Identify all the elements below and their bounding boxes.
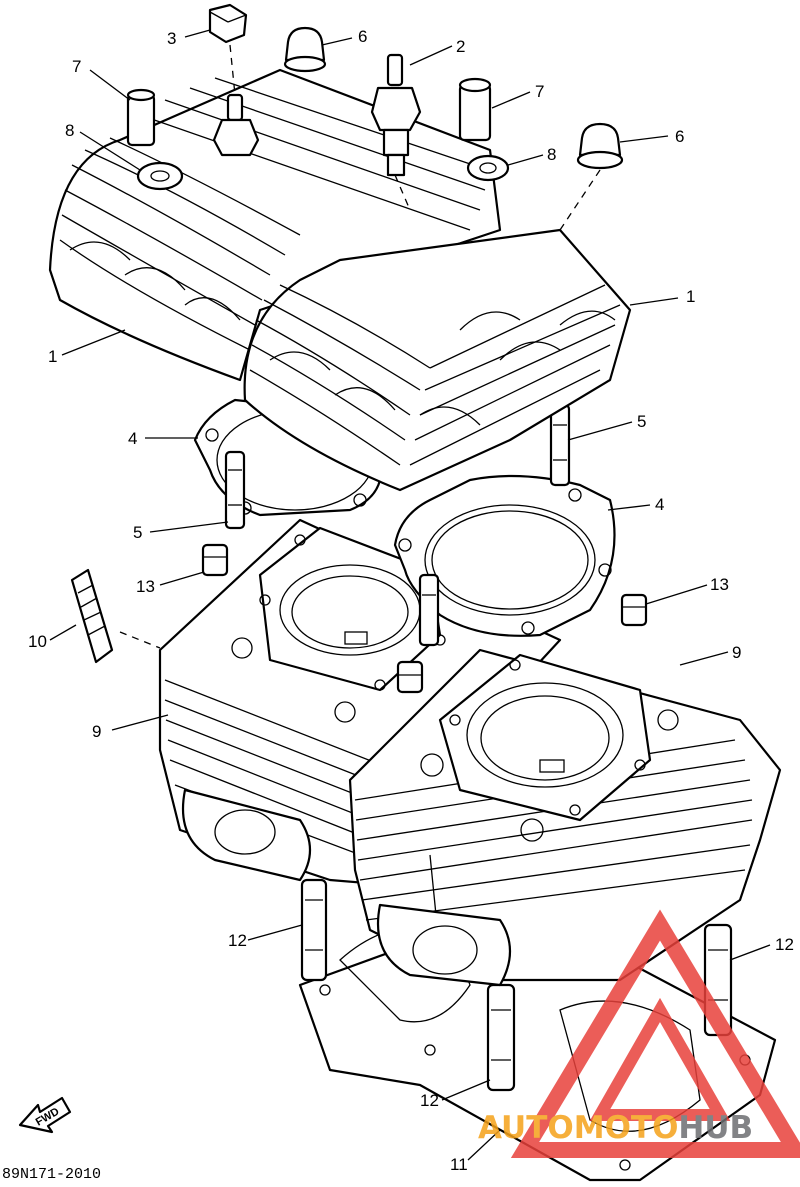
leader-lines [49, 29, 771, 1161]
head-gasket-front [393, 474, 616, 637]
callout-5-right: 5 [637, 412, 646, 431]
stud-bolt-left [300, 878, 328, 982]
stud-5-right [549, 403, 571, 487]
callout-5-left: 5 [133, 523, 142, 542]
callout-9-right: 9 [732, 643, 741, 662]
svg-text:AUTOMOTOHUB: AUTOMOTOHUB [478, 1110, 753, 1146]
callout-4-right: 4 [655, 495, 664, 514]
callout-6-right: 6 [675, 127, 684, 146]
callout-10: 10 [28, 632, 47, 651]
cap-nut-6-top [283, 26, 327, 73]
stud-5-center [418, 573, 440, 647]
callout-11: 11 [450, 1155, 468, 1174]
sleeve-7-left [126, 88, 156, 147]
callout-13-right: 13 [710, 575, 729, 594]
spark-plug-front [370, 53, 422, 177]
automotohub-watermark: AUTOMOTOHUB [478, 909, 800, 1158]
callout-7-left: 7 [72, 57, 81, 76]
assembly-guides [119, 44, 601, 649]
callout-1-right: 1 [686, 287, 695, 306]
stud-5-left [224, 450, 246, 530]
sleeve-7-right [458, 77, 492, 142]
cap-nut-6-right [576, 122, 624, 170]
watermark-hub: HUB [678, 1110, 753, 1146]
watermark-moto: MOTO [574, 1110, 679, 1146]
callout-4-left: 4 [128, 429, 137, 448]
sleeve-nut-13-right [620, 593, 648, 627]
callout-3: 3 [167, 29, 176, 48]
nut-3 [208, 3, 248, 44]
sleeve-nut-13-center [396, 660, 424, 694]
callout-8-right: 8 [547, 145, 556, 164]
studs-5 [224, 403, 571, 647]
callout-12-left: 12 [228, 931, 247, 950]
callout-8-left: 8 [65, 121, 74, 140]
watermark-auto: AUTO [478, 1110, 574, 1146]
callout-12-right: 12 [775, 935, 794, 954]
sleeve-nut-13-left [201, 543, 229, 577]
washer-8-left [136, 161, 184, 191]
damper-10 [70, 568, 114, 664]
spark-plug-rear [212, 93, 260, 157]
callout-labels: 3 6 2 7 7 6 8 8 1 1 5 4 4 5 13 13 10 9 9… [28, 27, 794, 1174]
cylinder-head-front [243, 228, 632, 492]
callout-1-left: 1 [48, 347, 57, 366]
diagram-code: 89N171-2010 [2, 1166, 101, 1183]
cylinder-front [348, 648, 782, 987]
stud-bolts [300, 878, 733, 1092]
callout-6-top: 6 [358, 27, 367, 46]
stud-bolt-center [486, 983, 516, 1092]
callout-13-left: 13 [136, 577, 155, 596]
fwd-arrow: FWD [18, 1096, 72, 1134]
callout-2: 2 [456, 37, 465, 56]
washer-8-right [466, 154, 510, 182]
callout-7-right: 7 [535, 82, 544, 101]
callout-9-left: 9 [92, 722, 101, 741]
callout-12-bottom: 12 [420, 1091, 439, 1110]
